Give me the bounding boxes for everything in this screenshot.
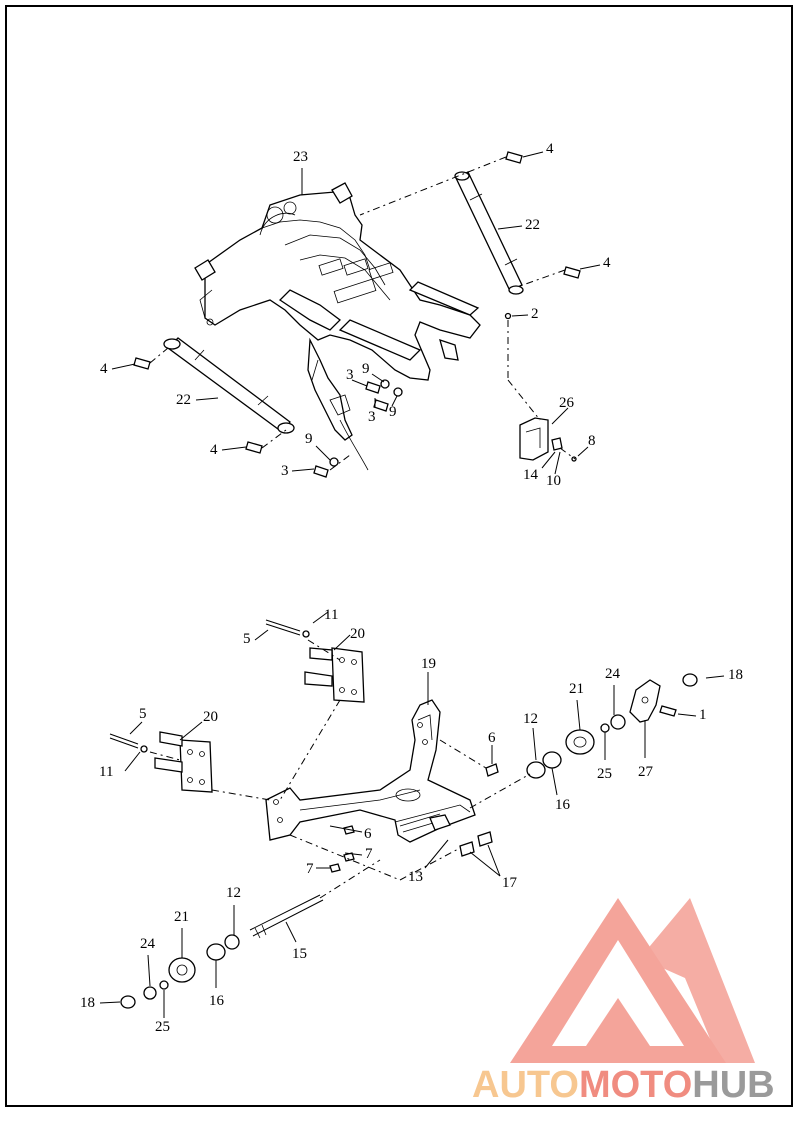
callout-label: 23 [293,149,308,165]
callout-label: 25 [597,766,612,782]
callout-label: 12 [226,885,241,901]
swingarm-assembly [265,699,476,843]
leader-lines-bottom [99,611,725,1018]
diagram-frame [5,5,793,1107]
callout-label: 8 [588,433,596,449]
callout-label: 11 [324,607,339,623]
pivot-parts-right [329,673,698,873]
bracket-26 [519,417,577,462]
callout-label: 15 [292,946,307,962]
frame-assembly-top [194,182,481,471]
callout-label: 17 [502,875,517,891]
callout-label: 18 [728,667,743,683]
callout-label: 3 [346,367,354,383]
callout-label: 6 [488,730,496,746]
callout-label: 19 [421,656,436,672]
callout-label: 27 [638,764,653,780]
callout-label: 7 [306,861,314,877]
callout-label: 4 [210,442,218,458]
callout-label: 16 [555,797,570,813]
pivot-parts-left [120,894,324,1009]
callout-label: 21 [569,681,584,697]
callout-label: 2 [531,306,539,322]
callout-label: 14 [523,467,538,483]
callout-label: 10 [546,473,561,489]
callout-label: 3 [281,463,289,479]
leader-lines-top [111,151,601,475]
watermark-hub: HUB [692,1064,775,1106]
bolts-top [133,151,581,478]
callout-label: 3 [368,409,376,425]
shock-absorber-right [454,171,524,295]
watermark-moto: MOTO [578,1064,693,1106]
long-bolts [109,619,310,753]
callout-label: 9 [305,431,313,447]
callout-label: 26 [559,395,574,411]
callout-label: 25 [155,1019,170,1035]
callout-label: 9 [389,404,397,420]
callout-label: 9 [362,361,370,377]
callout-label: 6 [364,826,372,842]
shock-absorber-left [163,337,295,434]
callout-label: 22 [525,217,540,233]
callout-label: 22 [176,392,191,408]
watermark-text: AUTOMOTOHUB [472,1064,775,1107]
mount-plates [154,647,365,793]
callout-label: 24 [605,666,620,682]
callout-label: 20 [203,709,218,725]
callout-label: 4 [100,361,108,377]
callout-label: 12 [523,711,538,727]
callout-label: 11 [99,764,114,780]
callout-label: 21 [174,909,189,925]
callout-label: 4 [546,141,554,157]
callout-label: 4 [603,255,611,271]
callout-label: 5 [243,631,251,647]
automotohub-logo [510,898,755,1063]
callout-label: 5 [139,706,147,722]
callout-label: 18 [80,995,95,1011]
callout-label: 20 [350,626,365,642]
callout-label: 13 [408,869,423,885]
callout-label: 1 [699,707,707,723]
watermark-auto: AUTO [472,1064,579,1106]
callout-label: 16 [209,993,224,1009]
callout-label: 7 [365,846,373,862]
callout-label: 24 [140,936,155,952]
